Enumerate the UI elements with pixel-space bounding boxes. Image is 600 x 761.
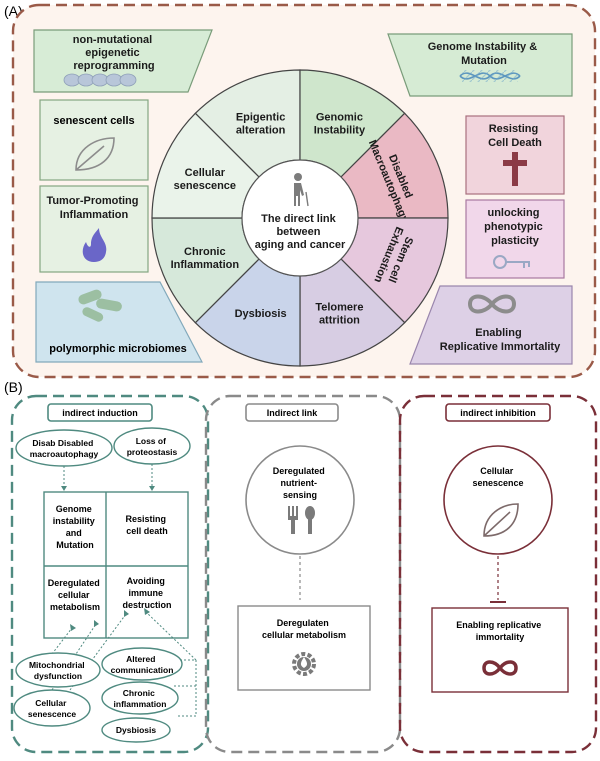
leaf-icon-b [483,503,519,537]
grid-resisting-cell-death: Resisting cell death [125,514,168,536]
svg-text:non-mutational epigeneti: non-mutational epigenetic reprogramming [73,34,156,72]
inhibition-title-box [445,403,551,422]
svg-text:Deregulaten cellular metab: Deregulaten cellular metabolism [262,618,346,640]
oval-disabled-macroautophagy [15,429,113,467]
oval-loss-of-proteostasis [113,427,191,465]
oval-chronic-inflammation-b [101,681,179,715]
svg-text:Mitochondrial dysfunction: Mitochondrial dysfunction [29,660,87,681]
box-non-mutational-epigenetic: non-mutational epigenetic reprogramming [33,29,213,93]
svg-text:unlocking phenotypic: unlocking phenotypic plasticity [484,207,546,247]
svg-text:Loss of proteostasis: Loss of proteostasis [127,436,178,457]
svg-text:Deregulated nutrient-: Deregulated nutrient- sensing [273,466,328,500]
panel-b-label: (B) [4,379,23,395]
gear-drop-icon [292,652,316,676]
ring-label-dysbiosis: Dysbiosis [235,308,287,320]
grid-genome-instability: Genome instability and Mutation [53,504,98,550]
grid-deregulated-metabolism: Deregulated cellular metabolism [48,578,103,612]
inhibition-frame [398,394,598,754]
key-icon [493,255,530,269]
nucleosome-icon [63,73,137,87]
inhibition-box [431,607,569,693]
svg-text:senescent cells: senescent cells [53,115,134,127]
svg-text:Dysbiosis: Dysbiosis [116,725,156,735]
svg-text:Cellular senescence: Cellular senescence [28,698,76,719]
svg-text:Cellular senescence: Cellular senescence [472,466,523,488]
svg-text:Disab Disabled macroautoph: Disab Disabled macroautophagy [30,438,99,459]
link-circle [245,445,355,555]
ring-center-text: The direct link between aging and cancer [255,213,346,251]
svg-text:Altered communication: Altered communication [111,654,174,675]
bacteria-icon [78,289,122,322]
box-genome-instability-mutation: Genome Instability & Mutation [387,33,573,97]
fork-spoon-icon [288,506,315,534]
svg-text:Resisting Cell Death: Resisting Cell Death [488,123,542,149]
dna-icon [459,70,521,82]
svg-text:Chronic inflammation: Chronic inflammation [114,688,167,709]
inhibition-title: indirect inhibition [460,408,536,418]
cross-icon [503,152,527,186]
oval-mitochondrial-dysfunction [15,652,101,688]
leaf-icon [75,137,115,171]
box-unlocking-phenotypic-plasticity: unlocking phenotypic plasticity [465,199,565,279]
svg-text:Tumor-Promoting Inflamma: Tumor-Promoting Inflammation [46,195,141,221]
box-resisting-cell-death: Resisting Cell Death [465,115,565,195]
induction-title-box [47,403,153,422]
infinity-icon [467,294,517,314]
box-tumor-promoting-inflammation: Tumor-Promoting Inflammation [39,185,149,273]
induction-title: indirect induction [62,408,138,418]
oval-dysbiosis-b [101,717,171,743]
oval-cellular-senescence-b [13,689,91,727]
induction-frame [10,394,210,754]
box-senescent-cells: senescent cells [39,99,149,181]
box-polymorphic-microbiomes: polymorphic microbiomes [35,281,203,363]
link-title-box [245,403,339,422]
elderly-person-icon [294,173,309,207]
svg-text:polymorphic microbiomes: polymorphic microbiomes [49,343,187,355]
svg-text:Genome Instability & Mut: Genome Instability & Mutation [428,41,540,67]
svg-text:Enabling Replicative Imm: Enabling Replicative Immortality [440,327,561,353]
inhibition-circle [443,445,553,555]
grid-avoiding-immune-destruction: Avoiding immune destruction [122,576,171,610]
hallmark-grid [43,491,189,639]
oval-altered-communication [101,647,183,681]
ring-center [241,159,359,277]
svg-text:Enabling replicative immor: Enabling replicative immortality [456,620,544,642]
link-title: Indirect link [267,408,319,418]
box-enabling-replicative-immortality: Enabling Replicative Immortality [409,285,573,365]
flame-icon [82,228,107,262]
infinity-icon-b [482,660,518,676]
link-frame [204,394,402,754]
